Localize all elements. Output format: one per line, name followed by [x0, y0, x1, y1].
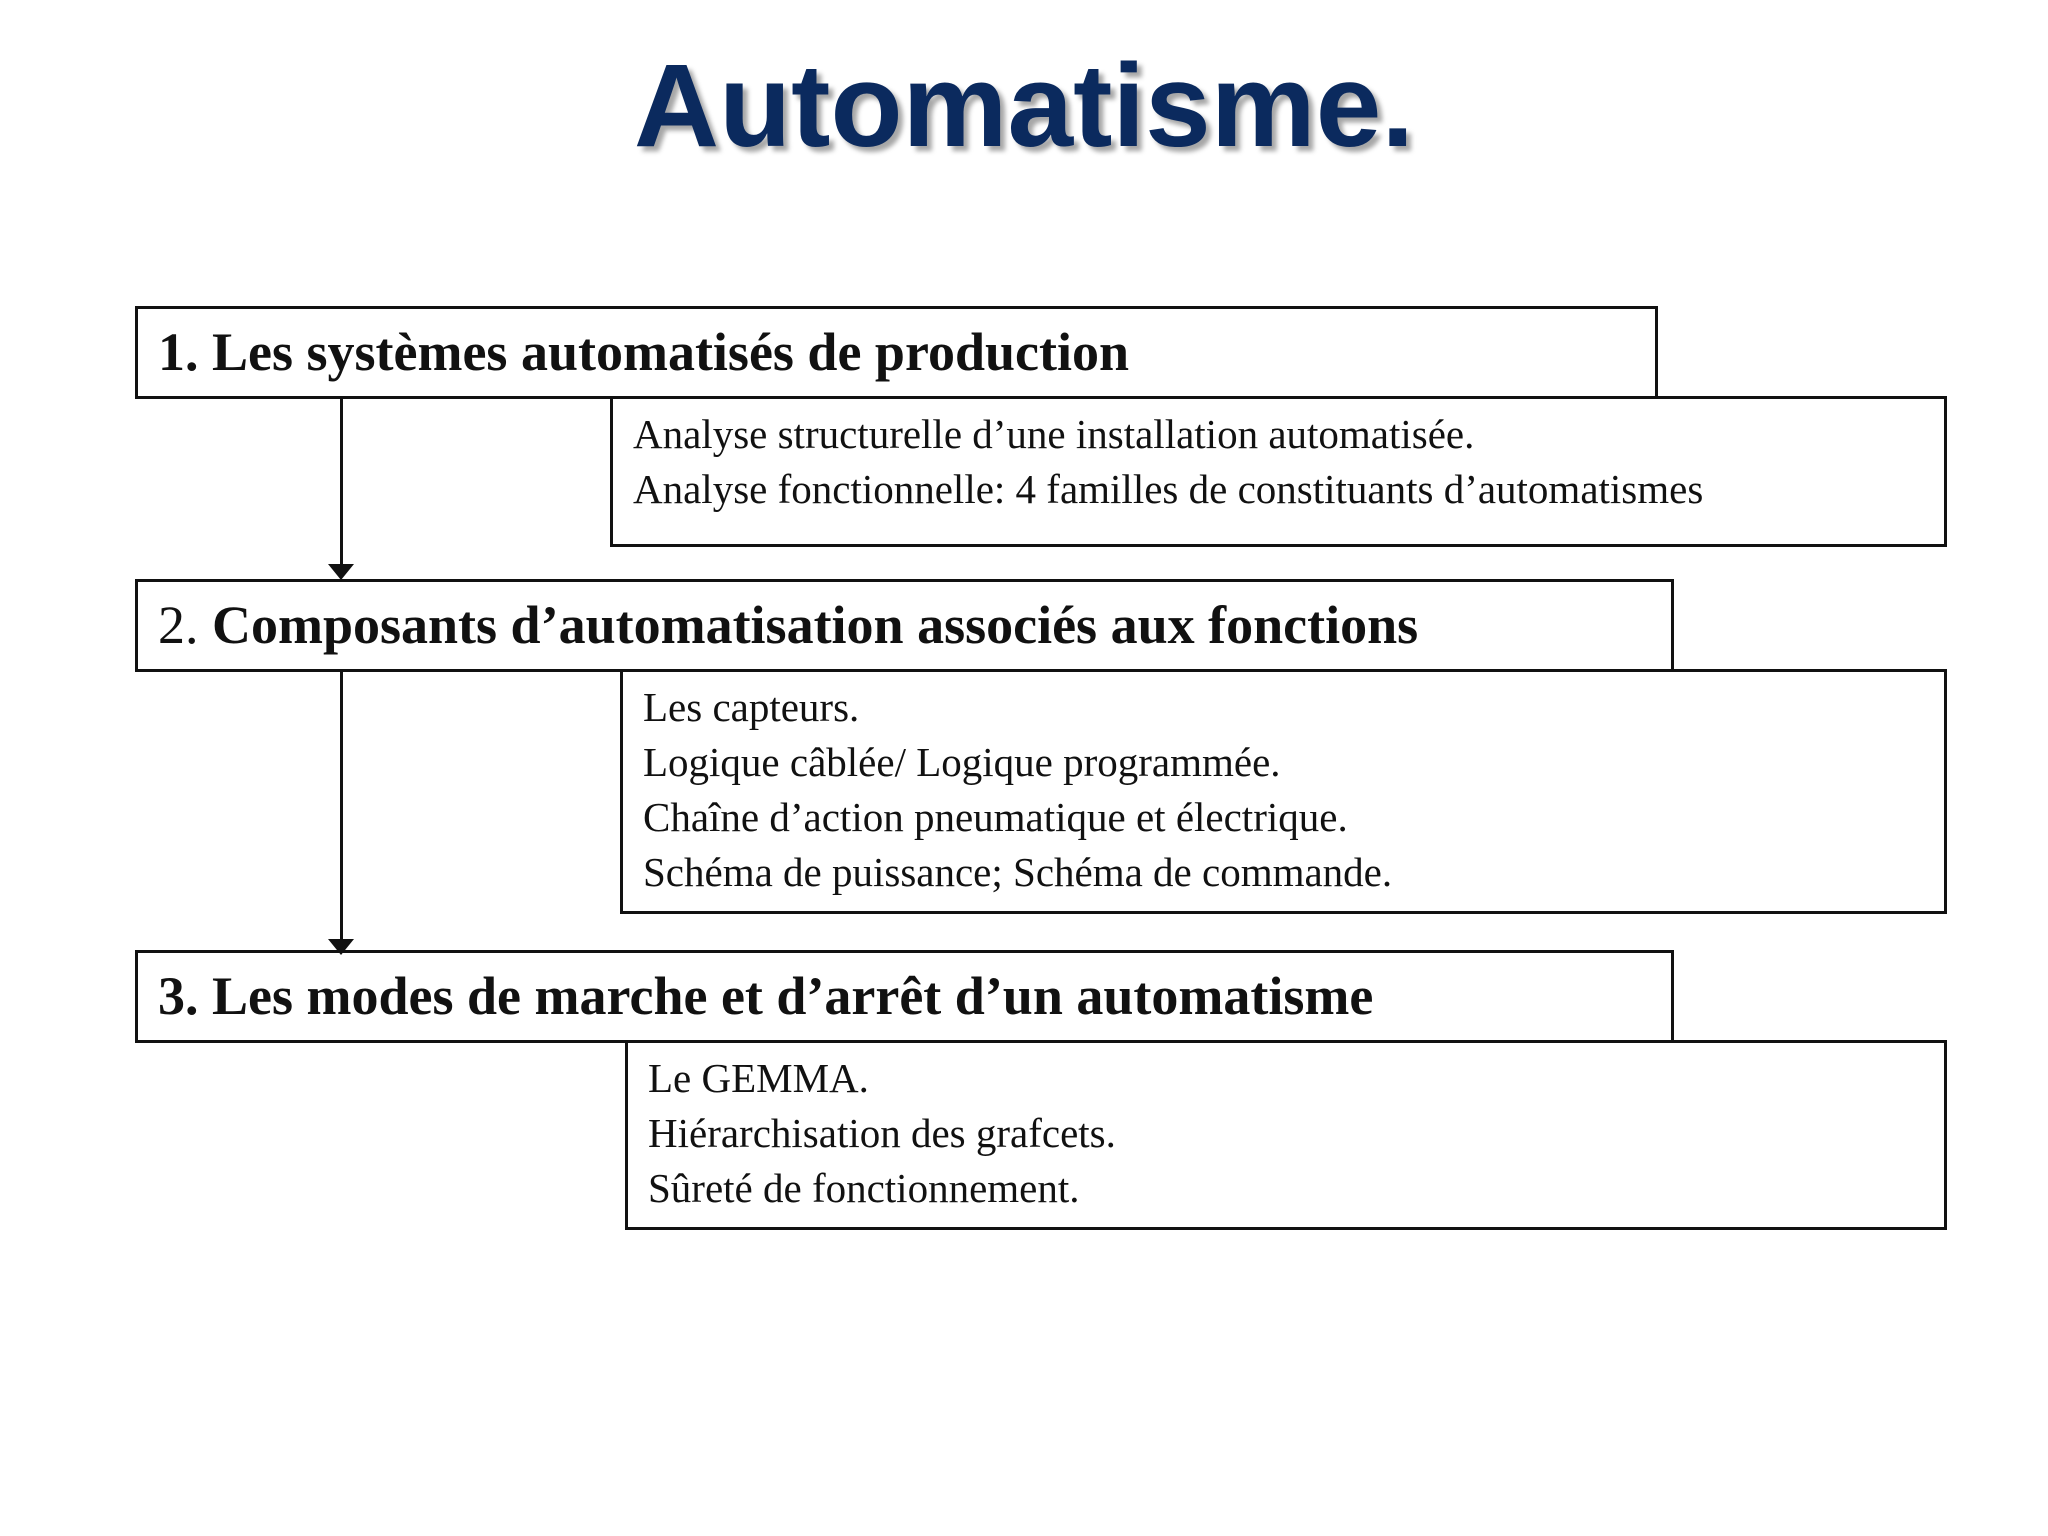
section-number: 1. [158, 322, 212, 382]
detail-box-3: Le GEMMA. Hiérarchisation des grafcets. … [625, 1040, 1947, 1230]
detail-item: Sûreté de fonctionnement. [648, 1165, 1080, 1211]
detail-item: Analyse structurelle d’une installation … [633, 411, 1475, 457]
connector-1-to-2 [340, 397, 343, 565]
section-title: Composants d’automatisation associés aux… [212, 595, 1419, 655]
section-number: 3. [158, 966, 212, 1026]
detail-item: Logique câblée/ Logique programmée. [643, 739, 1281, 785]
arrowhead-1-to-2 [328, 564, 354, 580]
detail-box-1: Analyse structurelle d’une installation … [610, 396, 1947, 547]
slide-title: Automatisme. [633, 40, 1415, 172]
section-box-3: 3. Les modes de marche et d’arrêt d’un a… [135, 950, 1674, 1043]
arrowhead-2-to-3 [328, 939, 354, 955]
section-box-1: 1. Les systèmes automatisés de productio… [135, 306, 1658, 399]
detail-item: Chaîne d’action pneumatique et électriqu… [643, 794, 1348, 840]
detail-item: Schéma de puissance; Schéma de commande. [643, 849, 1393, 895]
detail-item: Le GEMMA. [648, 1055, 869, 1101]
section-title: Les systèmes automatisés de production [212, 322, 1129, 382]
detail-item: Les capteurs. [643, 684, 860, 730]
connector-2-to-3 [340, 672, 343, 940]
section-title: Les modes de marche et d’arrêt d’un auto… [212, 966, 1374, 1026]
detail-item: Analyse fonctionnelle: 4 familles de con… [633, 466, 1704, 512]
detail-item: Hiérarchisation des grafcets. [648, 1110, 1116, 1156]
section-box-2: 2. Composants d’automatisation associés … [135, 579, 1674, 672]
section-number: 2. [158, 595, 212, 655]
detail-box-2: Les capteurs. Logique câblée/ Logique pr… [620, 669, 1947, 914]
